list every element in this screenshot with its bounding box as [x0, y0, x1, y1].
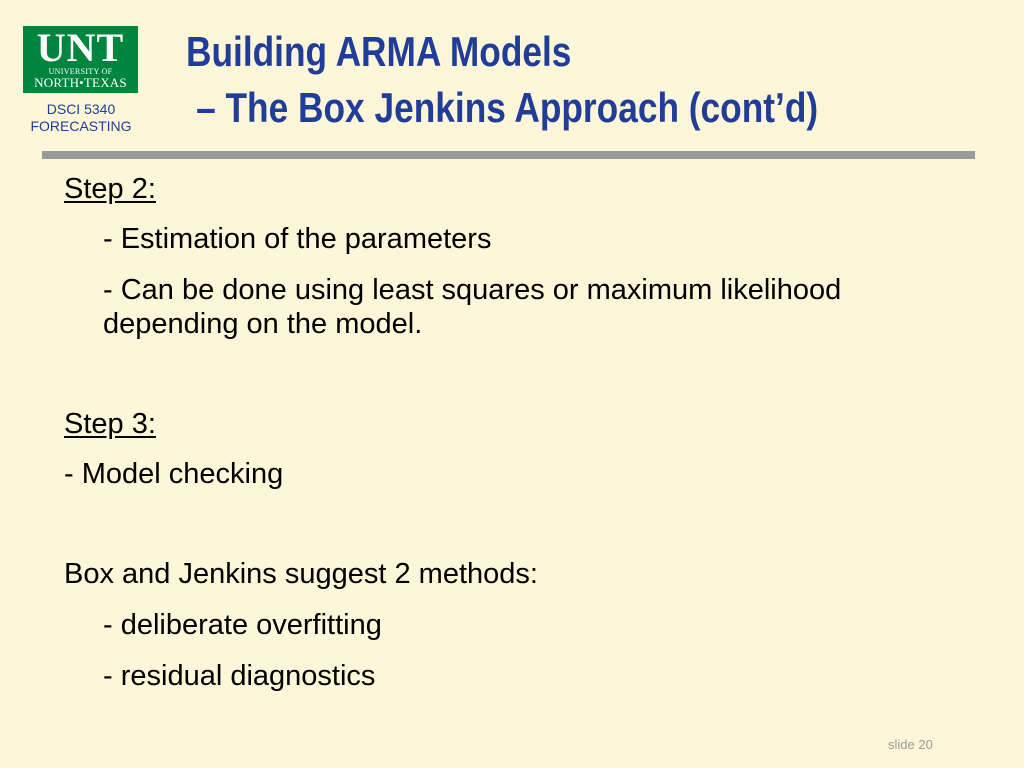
course-name: FORECASTING [30, 118, 132, 134]
slide-title: Building ARMA Models – The Box Jenkins A… [186, 24, 818, 136]
course-label: DSCI 5340 FORECASTING [20, 101, 142, 135]
logo-north-texas-text: NORTH•TEXAS [34, 75, 127, 90]
logo-university-of-text: UNIVERSITY OF [48, 67, 113, 76]
step2-item-methods: - Can be done using least squares or max… [103, 274, 842, 340]
step2-item-estimation: - Estimation of the parameters [103, 223, 492, 255]
title-line-1: Building ARMA Models [186, 28, 572, 75]
step3-block: Step 3: [64, 407, 964, 441]
method-residual-diagnostics: - residual diagnostics [103, 660, 376, 692]
method-overfitting: - deliberate overfitting [103, 609, 382, 641]
slide-number: slide 20 [888, 737, 933, 752]
step3-heading: Step 3: [64, 408, 156, 440]
course-code: DSCI 5340 [46, 101, 116, 117]
step2-heading: Step 2: [64, 173, 156, 205]
methods-intro: Box and Jenkins suggest 2 methods: [64, 558, 538, 590]
unt-logo: UNT UNIVERSITY OF NORTH•TEXAS [23, 26, 138, 93]
title-divider [42, 151, 975, 159]
title-line-2: – The Box Jenkins Approach (cont’d) [196, 84, 819, 131]
logo-unt-text: UNT [36, 25, 125, 70]
step3-item-model-checking: - Model checking [64, 458, 284, 490]
slide-content: Step 2: - Estimation of the parameters -… [64, 172, 964, 693]
